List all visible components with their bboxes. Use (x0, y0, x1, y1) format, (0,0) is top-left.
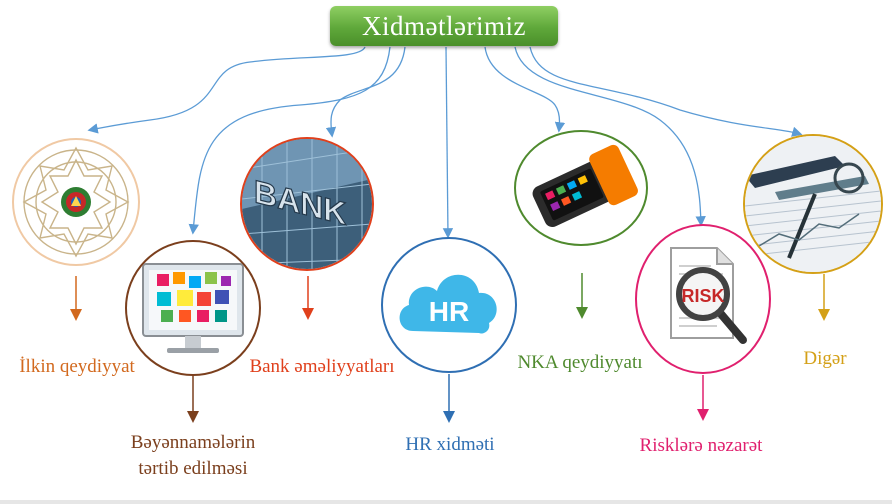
bank-building-icon: BANK (242, 139, 372, 269)
hr-circle: HR (381, 237, 517, 373)
connector-ilkin (87, 46, 366, 134)
connector-bank (325, 46, 406, 138)
bottom-divider (0, 500, 892, 504)
risk-circle: RISK (635, 224, 771, 374)
financial-docs-icon (745, 136, 881, 272)
hr-cloud-icon: HR (399, 274, 497, 334)
monitor-apps-icon (142, 263, 244, 353)
label-nka-qeydiyyati: NKA qeydiyyatı (517, 352, 643, 373)
label-beyanname-line1: Bəyənnamələrin (130, 432, 256, 453)
ilkin-circle (12, 138, 140, 266)
pos-terminal-icon (532, 144, 638, 227)
connector-beyanname (188, 46, 391, 235)
title-box: Xidmətlərimiz (330, 6, 558, 46)
emblem-icon (22, 146, 130, 258)
connector-hr (442, 46, 454, 239)
svg-text:RISK: RISK (681, 286, 724, 306)
label-ilkin-qeydiyyat: İlkin qeydiyyat (19, 356, 135, 377)
label-diger: Digər (803, 348, 847, 369)
connector-risk (514, 46, 706, 227)
svg-text:HR: HR (429, 296, 469, 327)
diger-circle (743, 134, 883, 274)
risk-magnifier-icon: RISK (670, 247, 747, 344)
bank-circle: BANK (240, 137, 374, 271)
label-hr-xidmeti: HR xidməti (405, 434, 495, 455)
nka-circle (514, 130, 648, 246)
connector-nka (484, 46, 566, 133)
label-bank-emeliyyatlari: Bank əməliyyatları (249, 356, 395, 377)
beyanname-circle (125, 240, 261, 376)
connector-diger (529, 46, 803, 137)
label-risklere-nezaret: Risklərə nəzarət (639, 435, 763, 456)
label-beyanname-line2: tərtib edilməsi (138, 458, 248, 479)
